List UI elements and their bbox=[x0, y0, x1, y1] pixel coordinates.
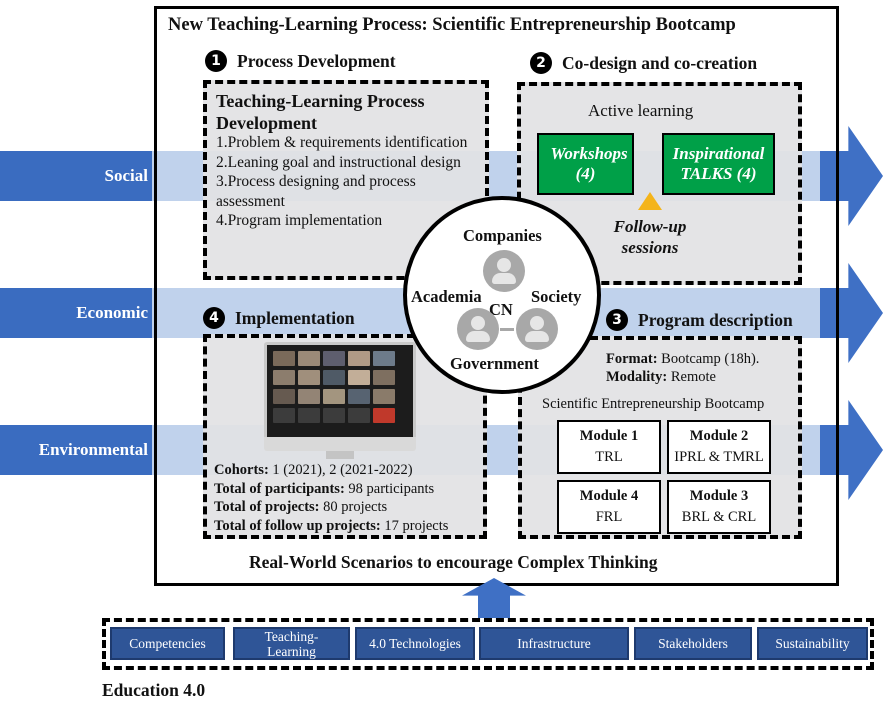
person-icon bbox=[483, 250, 525, 292]
number-badge-3: 3 bbox=[606, 309, 628, 331]
process-development-heading: 1 Process Development bbox=[205, 50, 396, 72]
process-steps-list: 1.Problem & requirements identification … bbox=[216, 133, 488, 231]
process-development-title: Process Development bbox=[237, 50, 396, 71]
number-badge-1: 1 bbox=[205, 50, 227, 72]
economic-label: Economic bbox=[0, 288, 152, 338]
process-development-panel bbox=[203, 80, 489, 280]
workshops-box: Workshops (4) bbox=[537, 133, 634, 195]
implementation-heading: 4 Implementation bbox=[203, 307, 355, 329]
program-title: Program description bbox=[638, 309, 793, 330]
bootcamp-title: Scientific Entrepreneurship Bootcamp bbox=[542, 396, 765, 412]
education-chip: Teaching-Learning bbox=[233, 627, 350, 660]
education-chip: Infrastructure bbox=[479, 627, 629, 660]
format-modality: Format: Bootcamp (18h). Modality: Remote bbox=[606, 350, 759, 386]
codesign-title: Co-design and co-creation bbox=[562, 52, 758, 73]
cn-label: CN bbox=[489, 300, 513, 319]
education-chip: 4.0 Technologies bbox=[355, 627, 475, 660]
implementation-title: Implementation bbox=[235, 307, 355, 328]
teaching-learning-title: Teaching-Learning Process Development bbox=[216, 91, 425, 133]
education-chip: Competencies bbox=[110, 627, 225, 660]
process-step: 2.Leaning goal and instructional design bbox=[216, 153, 461, 171]
bottom-caption: Real-World Scenarios to encourage Comple… bbox=[249, 552, 658, 572]
workshops-label: Workshops (4) bbox=[550, 144, 628, 183]
followup-projects-line: Total of follow up projects: 17 projects bbox=[214, 517, 449, 534]
monitor-stand bbox=[326, 451, 354, 459]
participants-line: Total of participants: 98 participants bbox=[214, 480, 435, 497]
codesign-heading: 2 Co-design and co-creation bbox=[530, 52, 757, 74]
video-call-monitor-icon bbox=[264, 342, 416, 440]
social-label: Social bbox=[0, 151, 152, 201]
number-badge-4: 4 bbox=[203, 307, 225, 329]
format-line: Format: Bootcamp (18h). bbox=[606, 351, 760, 367]
companies-label: Companies bbox=[463, 226, 542, 245]
academia-label: Academia bbox=[411, 287, 482, 306]
diagram-title: New Teaching-Learning Process: Scientifi… bbox=[168, 15, 736, 35]
followup-label: Follow-up sessions bbox=[613, 217, 687, 257]
cohorts-line: Cohorts: 1 (2021), 2 (2021-2022) bbox=[214, 462, 413, 478]
program-heading: 3 Program description bbox=[606, 309, 793, 331]
modality-line: Modality: Remote bbox=[606, 369, 716, 385]
monitor-base bbox=[264, 437, 416, 451]
education-label: Education 4.0 bbox=[102, 680, 206, 700]
followup-triangle-icon bbox=[638, 192, 662, 210]
environmental-label: Environmental bbox=[0, 425, 152, 475]
projects-line: Total of projects: 80 projects bbox=[214, 499, 388, 516]
talks-label: Inspirational TALKS (4) bbox=[672, 144, 765, 183]
education-chip: Sustainability bbox=[757, 627, 868, 660]
active-learning-label: Active learning bbox=[588, 101, 694, 120]
stakeholders-circle bbox=[403, 196, 601, 394]
society-label: Society bbox=[531, 287, 582, 306]
connector-line bbox=[500, 328, 514, 331]
process-step: 1.Problem & requirements identification bbox=[216, 134, 468, 151]
number-badge-2: 2 bbox=[530, 52, 552, 74]
process-step: 3.Process designing and process assessme… bbox=[216, 173, 416, 210]
person-icon bbox=[457, 308, 499, 350]
implementation-stats: Cohorts: 1 (2021), 2 (2021-2022) Total o… bbox=[214, 461, 448, 535]
talks-box: Inspirational TALKS (4) bbox=[662, 133, 775, 195]
education-chip: Stakeholders bbox=[634, 627, 752, 660]
person-icon bbox=[516, 308, 558, 350]
government-label: Government bbox=[450, 354, 539, 373]
process-step: 4.Program implementation bbox=[216, 212, 383, 230]
